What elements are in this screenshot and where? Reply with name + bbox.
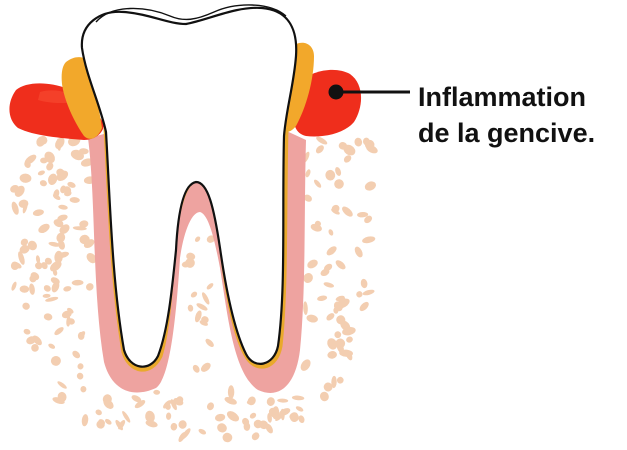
- bone-speckle: [295, 405, 304, 413]
- bone-speckle: [78, 332, 85, 340]
- bone-speckle: [19, 173, 32, 183]
- bone-speckle: [303, 301, 308, 315]
- bone-speckle: [358, 300, 370, 312]
- bone-speckle: [206, 401, 216, 411]
- bone-speckle: [306, 314, 319, 324]
- bone-speckle: [10, 281, 17, 291]
- bone-speckle: [334, 166, 342, 176]
- bone-speckle: [187, 304, 194, 312]
- bone-speckle: [250, 431, 261, 442]
- bone-speckle: [297, 415, 305, 424]
- bone-speckle: [325, 337, 339, 352]
- bone-speckle: [198, 428, 207, 436]
- bone-speckle: [363, 180, 377, 192]
- bone-speckle: [361, 235, 375, 244]
- bone-speckle: [31, 344, 39, 352]
- bone-speckle: [77, 363, 84, 370]
- bone-speckle: [71, 349, 82, 359]
- bone-speckle: [53, 326, 65, 337]
- bone-speckle: [328, 229, 335, 237]
- bone-speckle: [206, 282, 215, 291]
- bone-speckle: [42, 284, 52, 293]
- bone-speckle: [95, 408, 103, 416]
- bone-speckle: [153, 390, 160, 395]
- bone-speckle: [56, 380, 68, 390]
- bone-speckle: [277, 398, 288, 403]
- bone-speckle: [201, 291, 211, 305]
- bone-speckle: [340, 205, 354, 219]
- bone-speckle: [69, 197, 80, 203]
- bone-speckle: [221, 432, 233, 444]
- bone-speckle: [49, 354, 62, 367]
- bone-speckle: [80, 386, 87, 393]
- bone-speckle: [47, 342, 56, 349]
- bone-speckle: [317, 295, 328, 302]
- bone-speckle: [299, 358, 313, 373]
- bone-speckle: [266, 396, 276, 406]
- bone-speckle: [214, 413, 226, 422]
- bone-speckle: [306, 258, 320, 270]
- bone-speckle: [325, 312, 336, 322]
- bone-speckle: [43, 312, 53, 321]
- bone-speckle: [345, 335, 354, 343]
- bone-speckle: [333, 330, 342, 339]
- bone-speckle: [28, 283, 35, 295]
- bone-speckle: [355, 290, 364, 299]
- annotation-label-line2: de la gencive.: [418, 115, 623, 151]
- bone-speckle: [334, 179, 345, 190]
- bone-speckle: [23, 328, 31, 336]
- bone-speckle: [336, 376, 345, 385]
- bone-speckle: [194, 235, 201, 243]
- bone-speckle: [191, 364, 201, 374]
- bone-speckle: [249, 412, 258, 420]
- bone-speckle: [37, 222, 52, 235]
- bone-speckle: [354, 137, 363, 147]
- bone-speckle: [58, 204, 68, 210]
- bone-speckle: [360, 278, 368, 288]
- bone-speckle: [314, 144, 325, 155]
- bone-speckle: [325, 169, 336, 181]
- bone-speckle: [84, 282, 95, 293]
- bone-speckle: [72, 280, 84, 286]
- bone-speckle: [199, 361, 212, 374]
- bone-speckle: [304, 169, 311, 178]
- bone-speckle: [315, 135, 328, 146]
- bone-speckle: [319, 391, 330, 403]
- bone-speckle: [292, 395, 305, 400]
- bone-speckle: [166, 412, 171, 420]
- bone-speckle: [353, 245, 364, 258]
- bone-speckle: [39, 179, 48, 187]
- bone-speckle: [325, 244, 338, 257]
- bone-speckle: [327, 350, 338, 359]
- bone-speckle: [334, 259, 347, 272]
- bone-speckle: [204, 337, 215, 348]
- bone-speckle: [32, 208, 44, 216]
- bone-speckle: [81, 414, 89, 427]
- bone-speckle: [42, 294, 50, 299]
- filled-circle-pointer-icon: [329, 85, 344, 100]
- bone-speckle: [10, 201, 20, 216]
- bone-speckle: [21, 302, 31, 311]
- bone-speckle: [323, 281, 335, 288]
- bone-speckle: [47, 172, 59, 186]
- bone-speckle: [215, 422, 228, 435]
- bone-speckle: [225, 409, 241, 424]
- bone-speckle: [170, 422, 178, 431]
- bone-speckle: [76, 372, 85, 381]
- bone-speckle: [37, 170, 45, 177]
- bone-speckle: [190, 290, 199, 298]
- bone-speckle: [362, 289, 375, 297]
- bone-speckle: [228, 385, 234, 399]
- bone-speckle: [104, 418, 113, 426]
- annotation-label-line1: Inflammation: [418, 79, 623, 115]
- bone-speckle: [178, 419, 188, 429]
- bone-speckle: [63, 285, 72, 292]
- bone-speckle: [313, 178, 323, 188]
- annotation-label: Inflammation de la gencive.: [418, 79, 623, 151]
- bone-speckle: [19, 285, 29, 293]
